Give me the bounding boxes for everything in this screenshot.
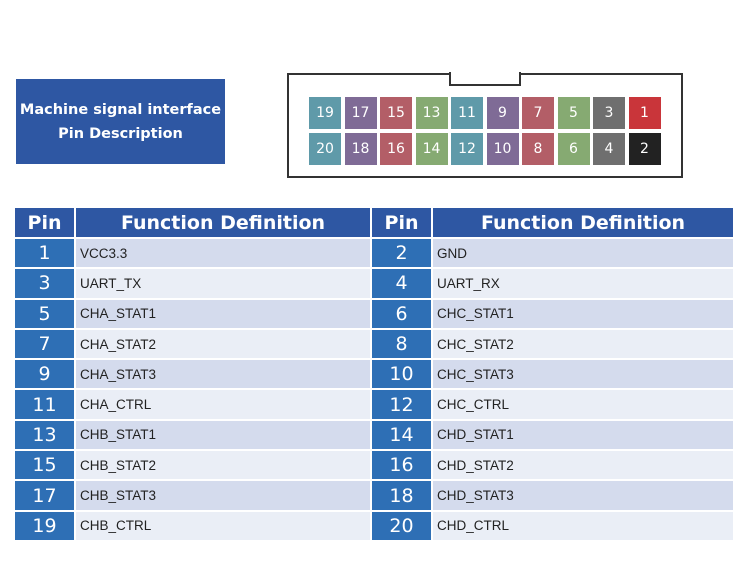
function-column-header: Function Definition [76,208,370,237]
function-cell: CHA_CTRL [76,390,370,419]
connector-pin: 4 [593,133,625,165]
connector-pin: 10 [486,133,519,165]
title-line-1: Machine signal interface [19,101,222,118]
function-cell: GND [433,239,733,268]
pin-number-cell: 20 [372,511,433,540]
function-cell: CHB_STAT2 [76,451,370,480]
function-cell: UART_RX [433,269,733,298]
pin-column-header: Pin [15,208,76,237]
title-line-2: Pin Description [58,125,183,142]
connector-pin: 11 [451,97,483,129]
function-cell: CHB_CTRL [76,511,370,540]
pin-number-cell: 4 [372,269,433,298]
pin-number-cell: 7 [15,329,76,359]
pin-number-cell: 17 [15,481,76,510]
connector-pin: 6 [557,133,590,165]
function-cell: CHC_CTRL [433,390,733,419]
pin-number-cell: 8 [372,329,433,359]
pin-number-cell: 11 [15,390,76,419]
pin-column-header: Pin [372,208,433,237]
connector-pin: 3 [593,97,625,129]
connector-pin: 17 [344,97,377,129]
connector-pin: 13 [415,97,448,129]
connector-pin: 15 [380,97,412,129]
connector-pin: 12 [451,133,483,165]
function-cell: CHB_STAT1 [76,420,370,450]
pin-number-cell: 14 [372,420,433,450]
connector-pin: 8 [522,133,554,165]
connector-pin: 16 [380,133,412,165]
connector-pin: 18 [344,133,377,165]
pin-number-cell: 12 [372,390,433,419]
connector-pin: 19 [309,97,341,129]
function-cell: CHC_STAT1 [433,299,733,328]
function-cell: CHD_CTRL [433,511,733,540]
pin-number-cell: 1 [15,239,76,268]
connector-pin: 1 [628,97,661,129]
pin-number-cell: 6 [372,299,433,328]
pin-number-cell: 2 [372,239,433,268]
function-cell: CHB_STAT3 [76,481,370,510]
pin-number-cell: 15 [15,451,76,480]
pin-number-cell: 9 [15,360,76,389]
pin-number-cell: 19 [15,511,76,540]
function-cell: CHC_STAT2 [433,329,733,359]
function-cell: CHA_STAT3 [76,360,370,389]
connector-pin: 7 [522,97,554,129]
function-cell: UART_TX [76,269,370,298]
pin-number-cell: 16 [372,451,433,480]
function-cell: VCC3.3 [76,239,370,268]
connector-pin: 2 [628,133,661,165]
connector-key-notch [449,72,521,86]
title-box: Machine signal interface Pin Description [16,79,225,164]
pin-number-cell: 13 [15,420,76,450]
function-cell: CHD_STAT2 [433,451,733,480]
connector-pin: 9 [486,97,519,129]
function-column-header: Function Definition [433,208,733,237]
function-cell: CHC_STAT3 [433,360,733,389]
pin-number-cell: 3 [15,269,76,298]
connector-pin: 5 [557,97,590,129]
connector-pin: 20 [309,133,341,165]
function-cell: CHA_STAT2 [76,329,370,359]
function-cell: CHA_STAT1 [76,299,370,328]
pin-number-cell: 18 [372,481,433,510]
function-cell: CHD_STAT3 [433,481,733,510]
pin-number-cell: 10 [372,360,433,389]
connector-pin: 14 [415,133,448,165]
function-cell: CHD_STAT1 [433,420,733,450]
pin-number-cell: 5 [15,299,76,328]
